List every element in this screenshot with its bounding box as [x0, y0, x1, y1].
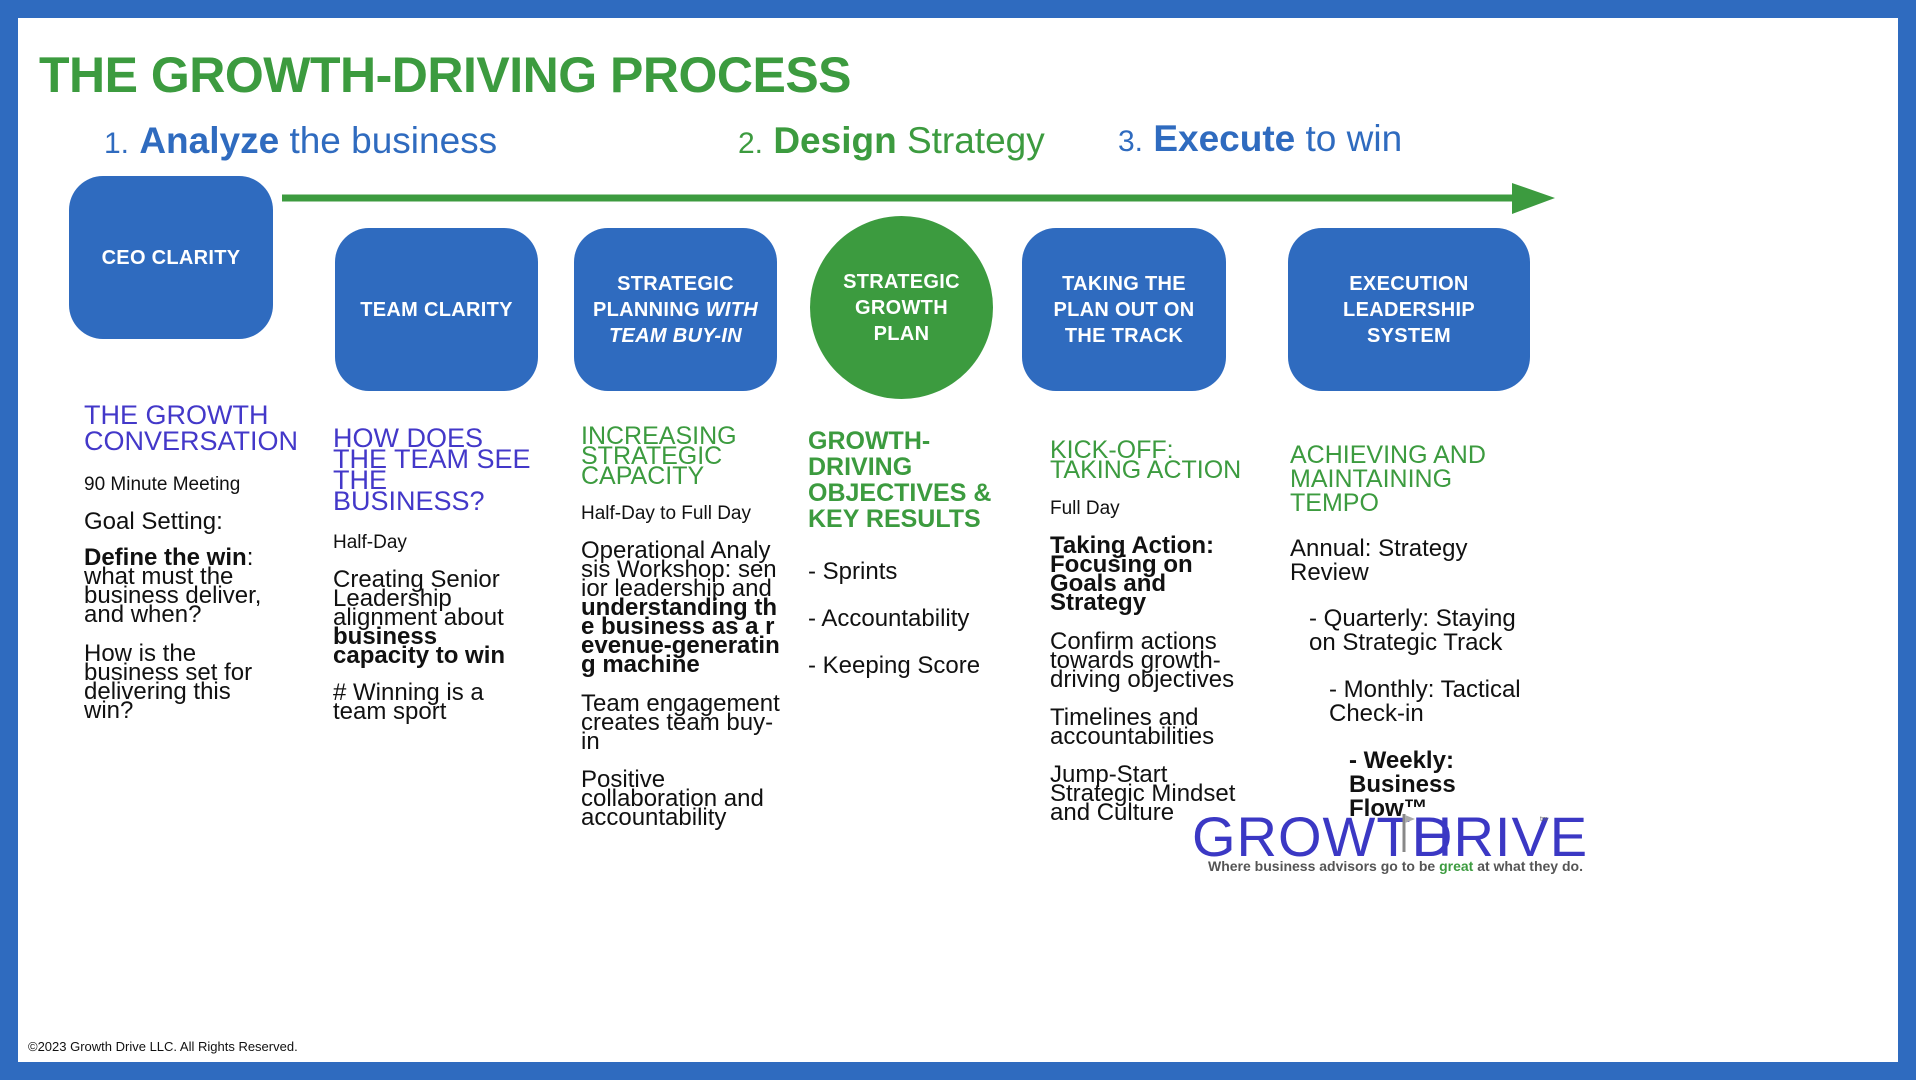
step-strategic-planning: STRATEGIC PLANNING WITH TEAM BUY-IN [574, 228, 777, 391]
phase-execute-number: 3. [1118, 125, 1144, 158]
logo-text-drive: DRIVE [1412, 805, 1589, 868]
phase-analyze: 1. Analyze the business [104, 120, 497, 162]
column-ceo-heading: THE GROWTH CONVERSATION [84, 400, 299, 456]
phase-design-number: 2. [738, 127, 764, 160]
tagline-great: great [1439, 858, 1474, 874]
column-growth-plan-heading: GROWTH-DRIVING OBJECTIVES & KEY RESULTS [808, 427, 992, 533]
phase-design-rest: Strategy [906, 120, 1045, 161]
column-ceo: THE GROWTH CONVERSATION 90 Minute Meetin… [84, 400, 299, 724]
column-execution: ACHIEVING AND MAINTAINING TEMPO Annual: … [1290, 443, 1540, 821]
column-ceo-define-bold: Define the win [84, 544, 247, 571]
column-ceo-define-rest: : what must the business deliver, and wh… [84, 544, 262, 628]
step-team-clarity: TEAM CLARITY [335, 228, 538, 391]
column-execution-annual: Annual: Strategy Review [1290, 535, 1468, 586]
column-track-text-a: Confirm actions towards growth-driving o… [1050, 628, 1235, 693]
column-track-heading: KICK-OFF: TAKING ACTION [1050, 436, 1242, 484]
column-team-duration: Half-Day [333, 532, 407, 553]
column-ceo-how: How is the business set for delivering t… [84, 640, 253, 724]
slide: THE GROWTH-DRIVING PROCESS 1. Analyze th… [18, 18, 1898, 1062]
column-team-text-bold: business capacity to win [333, 623, 506, 669]
step-execution-leadership-label: EXECUTION LEADERSHIP SYSTEM [1343, 272, 1475, 347]
column-planning-text-b: Team engagement creates team buy-in [581, 690, 780, 755]
step-team-clarity-label: TEAM CLARITY [360, 298, 513, 321]
column-planning-text: Operational Analysis Workshop: senior le… [581, 539, 781, 677]
logo-text-growth: GROWTH [1192, 805, 1454, 868]
column-team-heading: HOW DOES THE TEAM SEE THE BUSINESS? [333, 423, 531, 516]
column-growth-plan-item-1: - Sprints [808, 558, 898, 585]
process-arrow [282, 183, 1555, 214]
column-planning-duration: Half-Day to Full Day [581, 503, 751, 524]
logo-tagline: Where business advisors go to be great a… [1208, 858, 1583, 874]
step-strategic-growth-plan-label: STRATEGIC GROWTH PLAN [843, 270, 960, 345]
step-strategic-planning-label: STRATEGIC PLANNING WITH TEAM BUY-IN [592, 271, 759, 349]
column-ceo-goal: Goal Setting: [84, 508, 223, 535]
phase-analyze-bold: Analyze [139, 120, 280, 161]
column-execution-monthly: - Monthly: Tactical Check-in [1329, 676, 1521, 727]
trademark-mark: tm [1540, 816, 1548, 823]
column-track-text-b: Timelines and accountabilities [1050, 704, 1215, 750]
page-title: THE GROWTH-DRIVING PROCESS [39, 47, 852, 103]
column-growth-plan-item-3: - Keeping Score [808, 652, 981, 679]
column-growth-plan: GROWTH-DRIVING OBJECTIVES & KEY RESULTS … [808, 428, 1018, 678]
column-planning-heading: INCREASING STRATEGIC CAPACITY [581, 422, 737, 490]
phase-design: 2. Design Strategy [738, 120, 1045, 162]
column-growth-plan-item-2: - Accountability [808, 605, 970, 632]
column-track-text-c: Jump-Start Strategic Mindset and Culture [1050, 761, 1236, 826]
step-ceo-clarity-label: CEO CLARITY [101, 246, 241, 269]
tagline-a: Where business advisors go to be [1208, 858, 1436, 874]
phase-design-bold: Design [773, 120, 897, 161]
column-planning-text-bold: understanding the business as a revenue-… [581, 594, 780, 678]
phase-execute-rest: to win [1305, 118, 1403, 159]
column-execution-heading: ACHIEVING AND MAINTAINING TEMPO [1290, 441, 1486, 517]
step-ceo-clarity: CEO CLARITY [69, 176, 273, 339]
phase-analyze-rest: the business [289, 120, 498, 161]
column-planning: INCREASING STRATEGIC CAPACITY Half-Day t… [581, 422, 781, 831]
column-team: HOW DOES THE TEAM SEE THE BUSINESS? Half… [333, 423, 533, 725]
column-planning-text-a: Operational Analysis Workshop: senior le… [581, 537, 777, 602]
tagline-b: at what they do. [1477, 858, 1583, 874]
column-team-text-a: Creating Senior Leadership alignment abo… [333, 566, 504, 631]
copyright: ©2023 Growth Drive LLC. All Rights Reser… [28, 1039, 298, 1054]
growth-drive-logo: GROWTH DRIVE tm Where business advisors … [1192, 804, 1587, 874]
column-ceo-define: Define the win: what must the business d… [84, 546, 284, 627]
column-team-text-b: # Winning is a team sport [333, 679, 484, 725]
column-ceo-duration: 90 Minute Meeting [84, 474, 241, 495]
arrow-head [1512, 183, 1555, 214]
phase-execute-bold: Execute [1153, 118, 1296, 159]
step-execution-leadership: EXECUTION LEADERSHIP SYSTEM [1288, 228, 1530, 391]
flag-icon [1402, 814, 1415, 852]
column-execution-weekly: - Weekly: Business Flow™ [1349, 747, 1456, 822]
phase-analyze-number: 1. [104, 127, 130, 160]
column-track-duration: Full Day [1050, 498, 1120, 519]
step-taking-plan-on-track: TAKING THE PLAN OUT ON THE TRACK [1022, 228, 1226, 391]
step-strategic-planning-label-b: WITH TEAM BUY-IN [609, 298, 758, 347]
column-track: KICK-OFF: TAKING ACTION Full Day Taking … [1050, 436, 1250, 826]
phase-execute: 3. Execute to win [1118, 118, 1402, 160]
column-planning-text-c: Positive collaboration and accountabilit… [581, 766, 764, 831]
column-track-bold: Taking Action: Focusing on Goals and Str… [1050, 532, 1214, 616]
step-strategic-growth-plan: STRATEGIC GROWTH PLAN [810, 216, 993, 399]
column-execution-quarterly: - Quarterly: Staying on Strategic Track [1309, 605, 1516, 656]
step-strategic-planning-label-a: STRATEGIC PLANNING [593, 272, 734, 321]
step-taking-plan-on-track-label: TAKING THE PLAN OUT ON THE TRACK [1053, 272, 1195, 347]
